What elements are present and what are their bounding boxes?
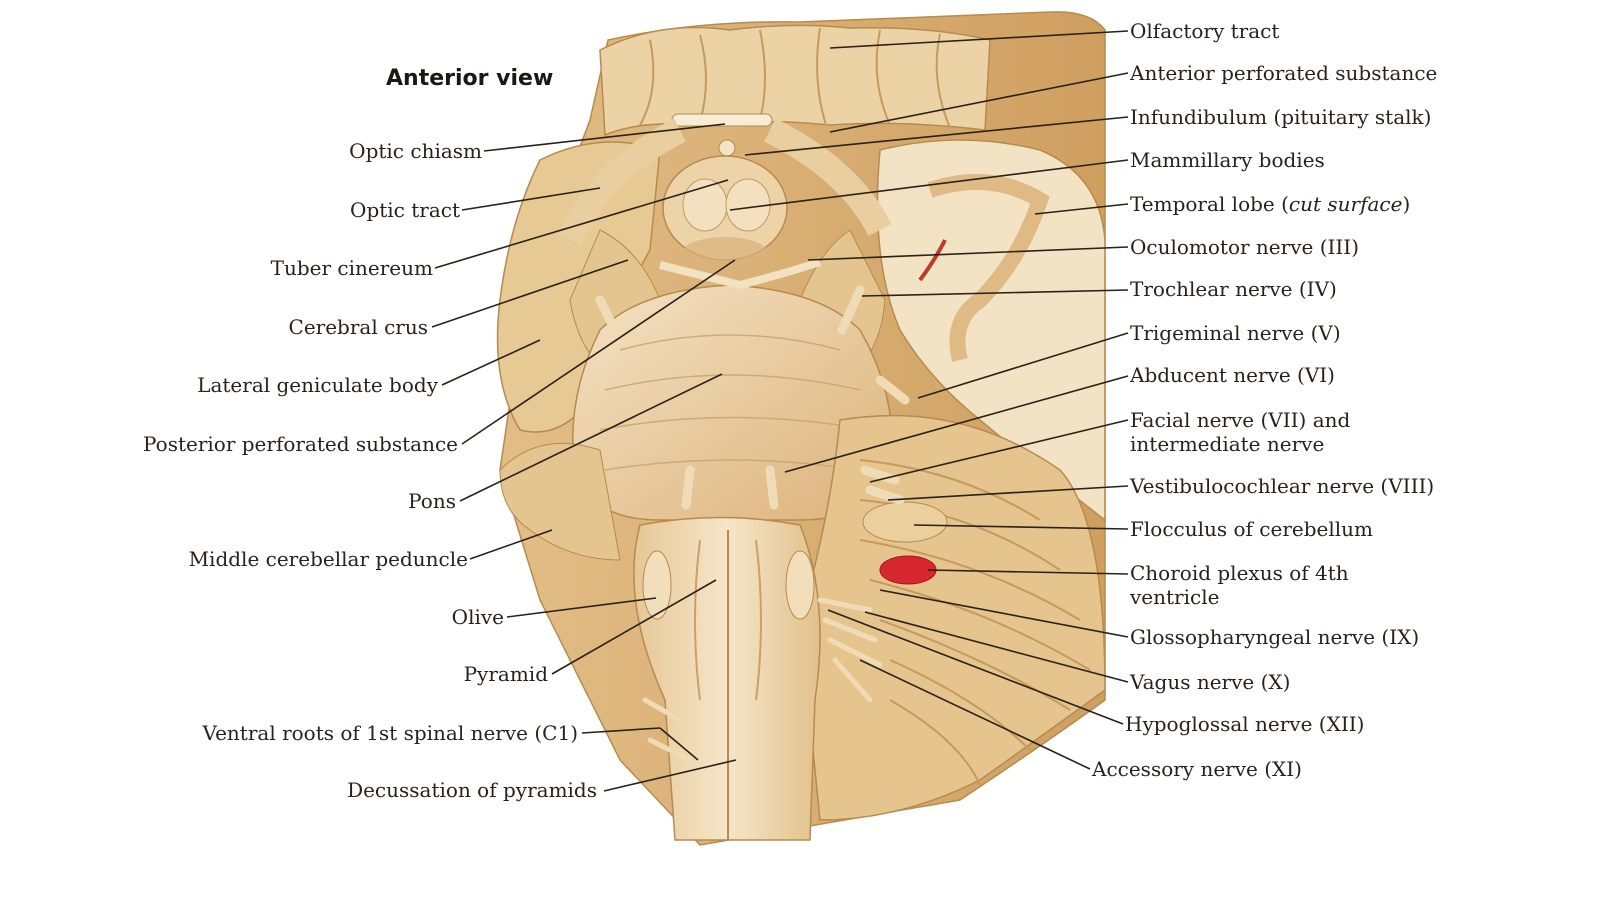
leader-lateral-geniculate <box>441 339 541 386</box>
label-trochlear-nerve: Trochlear nerve (IV) <box>1130 277 1337 301</box>
leader-cerebral-crus <box>431 259 629 328</box>
medulla-oblongata <box>633 516 821 841</box>
leader-temporal-lobe <box>1034 203 1129 215</box>
label-olive: Olive <box>451 605 504 629</box>
label-pyramid: Pyramid <box>463 662 548 686</box>
leader-facial <box>869 419 1129 483</box>
leader-anterior-perforated <box>829 72 1129 133</box>
label-olfactory-tract: Olfactory tract <box>1130 19 1280 43</box>
leader-middle-cerebellar-peduncle <box>469 529 553 560</box>
leader-accessory <box>859 659 1091 770</box>
leader-c1-b <box>659 727 699 761</box>
label-abducent-nerve: Abducent nerve (VI) <box>1130 363 1335 387</box>
label-temporal-lobe: Temporal lobe (cut surface) <box>1130 192 1411 216</box>
label-posterior-perforated-substance: Posterior perforated substance <box>143 432 458 456</box>
leader-infundibulum <box>744 116 1129 156</box>
label-tuber-cinereum: Tuber cinereum <box>270 256 433 280</box>
label-accessory-nerve: Accessory nerve (XI) <box>1092 757 1302 781</box>
figure-title: Anterior view <box>386 66 554 91</box>
leader-hypoglossal <box>827 609 1124 725</box>
label-anterior-perforated-substance: Anterior perforated substance <box>1130 61 1438 85</box>
label-vagus-nerve: Vagus nerve (X) <box>1130 670 1291 694</box>
leader-mammillary <box>729 159 1129 211</box>
label-cerebral-crus: Cerebral crus <box>288 315 428 339</box>
leader-flocculus <box>913 524 1129 530</box>
leader-vagus <box>864 611 1129 683</box>
leader-optic-tract <box>461 187 601 211</box>
leader-pyramid <box>551 579 717 675</box>
leader-pons <box>459 373 723 502</box>
cerebellum <box>799 414 1106 821</box>
leader-optic-chiasm <box>483 123 726 152</box>
leader-olive <box>506 597 657 618</box>
label-middle-cerebellar-peduncle: Middle cerebellar peduncle <box>188 547 468 571</box>
label-ventral-roots-c1: Ventral roots of 1st spinal nerve (C1) <box>202 721 578 745</box>
label-infundibulum: Infundibulum (pituitary stalk) <box>1130 105 1432 129</box>
label-oculomotor-nerve: Oculomotor nerve (III) <box>1130 235 1359 259</box>
label-hypoglossal-nerve: Hypoglossal nerve (XII) <box>1125 712 1365 736</box>
label-lateral-geniculate-body: Lateral geniculate body <box>197 373 438 397</box>
label-pons: Pons <box>408 489 456 513</box>
leader-trigeminal <box>917 332 1129 399</box>
label-glossopharyngeal-nerve: Glossopharyngeal nerve (IX) <box>1130 625 1420 649</box>
leader-abducent <box>784 375 1129 473</box>
leader-c1-a <box>581 727 661 734</box>
leader-choroid-plexus <box>927 569 1129 575</box>
leader-oculomotor <box>807 246 1129 261</box>
leader-olfactory <box>829 30 1129 49</box>
leader-glossopharyngeal <box>879 589 1129 638</box>
label-flocculus: Flocculus of cerebellum <box>1130 517 1374 541</box>
leader-lines <box>431 30 1129 792</box>
leader-vestibulocochlear <box>887 485 1129 501</box>
leader-posterior-perforated <box>461 259 736 445</box>
choroid-plexus <box>879 555 937 585</box>
leader-decussation <box>603 759 737 792</box>
label-mammillary-bodies: Mammillary bodies <box>1130 148 1325 172</box>
label-decussation-of-pyramids: Decussation of pyramids <box>347 778 597 802</box>
label-optic-chiasm: Optic chiasm <box>349 139 482 163</box>
leader-tuber-cinereum <box>434 179 729 269</box>
label-trigeminal-nerve: Trigeminal nerve (V) <box>1130 321 1341 345</box>
leader-trochlear <box>861 289 1129 297</box>
label-optic-tract: Optic tract <box>350 198 460 222</box>
label-vestibulocochlear-nerve: Vestibulocochlear nerve (VIII) <box>1130 474 1435 498</box>
